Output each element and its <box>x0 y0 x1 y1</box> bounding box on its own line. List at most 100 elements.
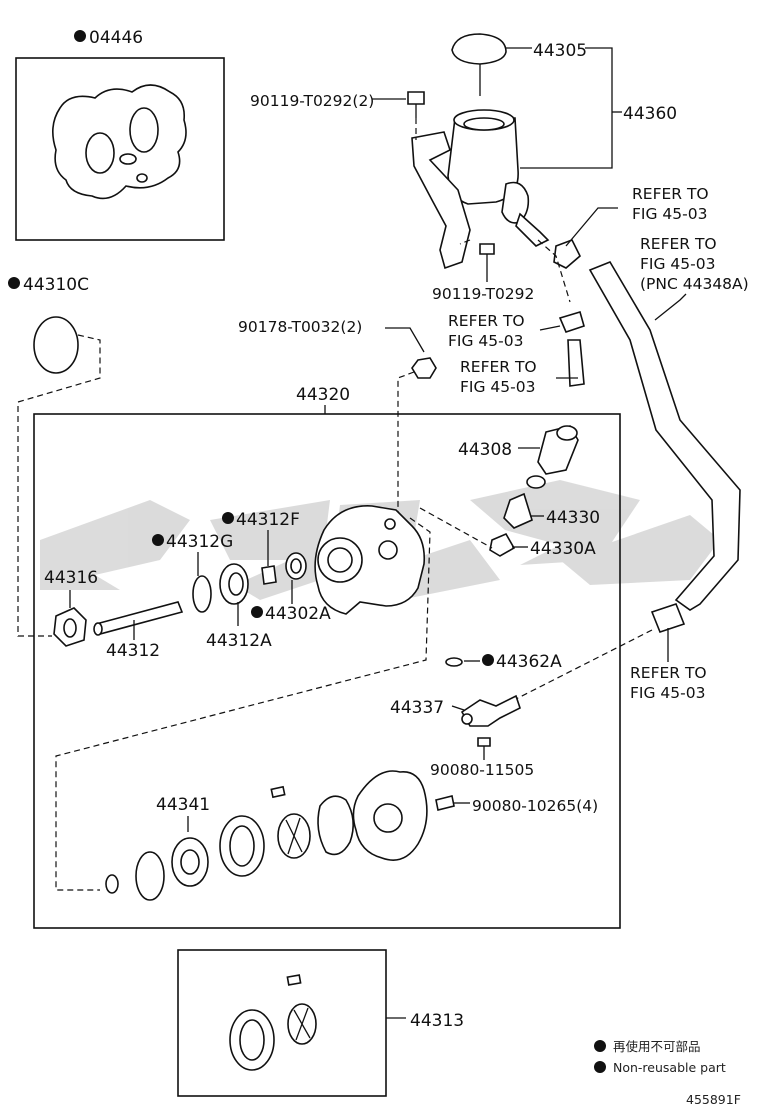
label-90080-11505: 90080-11505 <box>430 761 534 779</box>
kit-44313: 44313 <box>177 949 464 1097</box>
pump-boss <box>384 518 396 530</box>
label-44320: 44320 <box>296 385 350 405</box>
pulley-hub <box>63 618 77 638</box>
oring-44310C-part <box>33 316 79 374</box>
gasket-04446 <box>52 84 187 200</box>
fitting-44308-end <box>556 425 578 441</box>
dashed-guide <box>513 629 653 701</box>
label-44313: 44313 <box>410 1011 464 1031</box>
cover-gasket <box>317 795 354 856</box>
refer-4: REFER TO FIG 45-03 <box>460 358 542 396</box>
leader <box>385 327 425 353</box>
label-44330A: 44330A <box>530 539 596 559</box>
dashed-guide <box>419 507 493 549</box>
side-plate-inner <box>180 849 200 875</box>
label-44312F: 44312F <box>236 510 300 530</box>
legend-en: Non-reusable part <box>613 1060 726 1075</box>
bolt-90080-11505 <box>477 737 491 747</box>
oring-44310C: 44310C <box>8 275 101 637</box>
cam-ring-inner <box>229 825 255 867</box>
label-90119: 90119-T0292 <box>432 285 534 303</box>
non-reusable-dot <box>251 606 263 618</box>
cover-bore <box>373 803 403 833</box>
union-hole <box>461 713 473 725</box>
refer-2: REFER TO FIG 45-03 (PNC 44348A) <box>640 235 749 293</box>
vane <box>270 785 286 799</box>
bearing-inner <box>228 572 244 596</box>
label-44308: 44308 <box>458 440 512 460</box>
gasket-hole <box>119 153 137 165</box>
label-44310C: 44310C <box>23 275 89 295</box>
dashed-guide <box>17 334 101 637</box>
valve-44330 <box>503 492 533 529</box>
label-90080-10265: 90080-10265(4) <box>472 797 598 815</box>
snap-ring-44312F <box>261 565 277 585</box>
pump-body <box>314 505 426 615</box>
label-44341: 44341 <box>156 795 210 815</box>
leader <box>654 293 687 321</box>
snap-ring-44312G <box>192 575 212 613</box>
bolt-90119-single <box>479 243 495 255</box>
legend: 再使用不可部品 Non-reusable part <box>594 1039 726 1075</box>
label-44305: 44305 <box>533 41 587 61</box>
vane <box>286 974 302 986</box>
label-44330: 44330 <box>546 508 600 528</box>
bolt-90119 <box>407 91 425 105</box>
label-44362A: 44362A <box>496 652 562 672</box>
legend-jp: 再使用不可部品 <box>613 1039 701 1054</box>
dashed-guide <box>397 371 415 522</box>
label-44316: 44316 <box>44 568 98 588</box>
rotor-vane <box>295 1007 309 1041</box>
kit-44313-box <box>177 949 387 1097</box>
label-44360: 44360 <box>623 104 677 124</box>
reservoir-hose-stub <box>515 212 550 247</box>
non-reusable-dot <box>8 277 20 289</box>
label-90119-2: 90119-T0292(2) <box>250 92 374 110</box>
label-44337: 44337 <box>390 698 444 718</box>
non-reusable-dot <box>152 534 164 546</box>
spring-44330A <box>489 532 516 557</box>
oring-small <box>526 475 546 489</box>
refer-5: REFER TO FIG 45-03 <box>630 664 712 702</box>
kit-04446: 04446 <box>15 28 225 241</box>
cam-ring-inner <box>239 1019 265 1061</box>
hose-clamp <box>553 238 581 269</box>
nut-90178-part <box>411 357 437 379</box>
nut-90178: 90178-T0032(2) <box>238 318 437 522</box>
oil-seal-inner <box>290 558 302 574</box>
return-hose <box>588 261 741 611</box>
figure-id: 455891F <box>686 1092 741 1107</box>
kit-04446-box <box>15 57 225 241</box>
label-04446: 04446 <box>89 28 143 48</box>
legend-dot <box>594 1061 606 1073</box>
rotor-vane <box>287 817 301 855</box>
oring-44362A <box>445 657 463 667</box>
reservoir-neck <box>463 117 505 131</box>
reservoir-bracket <box>411 131 471 270</box>
hose-clamp <box>558 311 585 333</box>
oring-large <box>135 851 165 901</box>
gasket-hole <box>129 107 159 153</box>
gasket-hole <box>136 173 148 183</box>
hoses-and-clamps: REFER TO FIG 45-03 REFER TO FIG 45-03 (P… <box>448 185 749 702</box>
refer-3: REFER TO FIG 45-03 <box>448 312 530 350</box>
legend-dot <box>594 1040 606 1052</box>
oring-small <box>105 874 119 894</box>
label-44312G: 44312G <box>166 532 233 552</box>
hose-clamp <box>650 603 686 633</box>
reservoir-assembly: 44305 44360 90119-T0292(2) 90119-T0292 <box>250 33 677 303</box>
label-44312: 44312 <box>106 641 160 661</box>
dashed-guide <box>537 239 571 303</box>
label-44312A: 44312A <box>206 631 272 651</box>
pump-assembly-44320: 44320 44308 44330 44330A 44312F 4431 <box>33 385 621 929</box>
pump-bore-inner <box>327 547 353 573</box>
leader <box>520 47 613 169</box>
leader <box>565 207 618 247</box>
pump-port <box>378 540 398 560</box>
shaft-44312 <box>94 601 184 635</box>
label-90178: 90178-T0032(2) <box>238 318 362 336</box>
reservoir-outlet <box>501 181 530 224</box>
union-44337 <box>460 694 521 727</box>
